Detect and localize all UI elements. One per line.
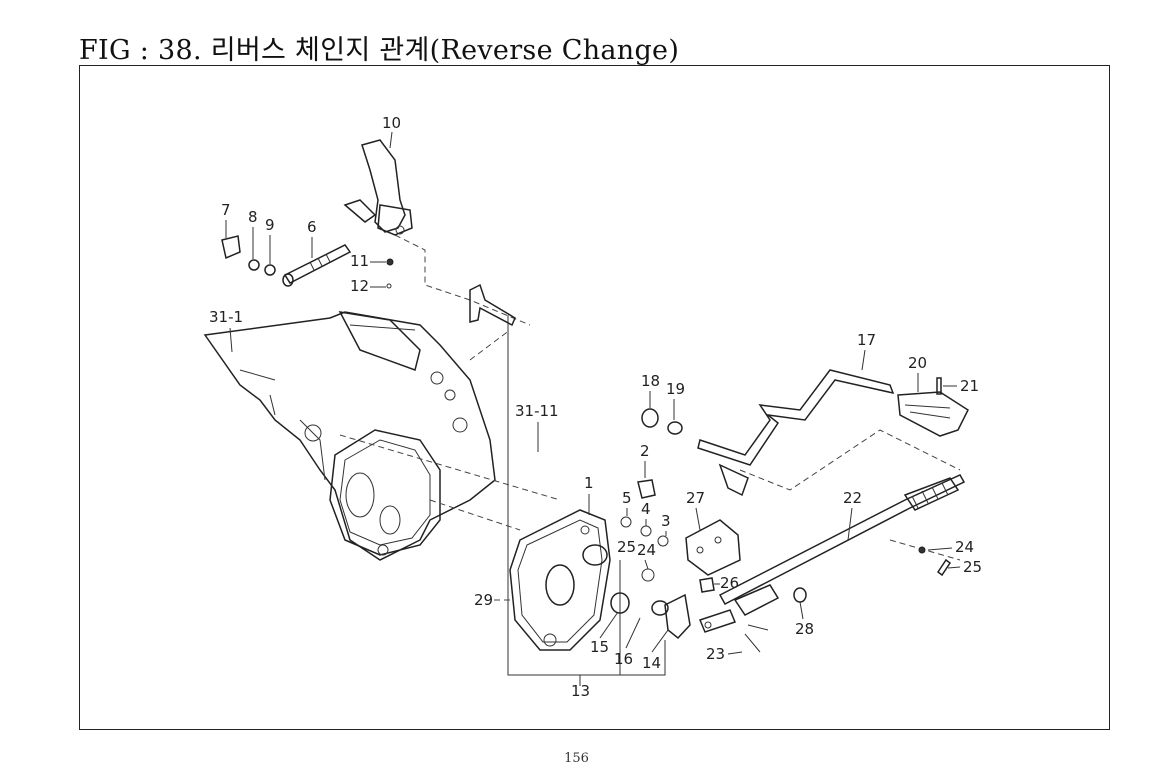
- pedal-rod-assembly: [641, 369, 969, 497]
- callout-27: 27: [686, 489, 705, 507]
- callout-13: 13: [571, 682, 590, 700]
- callout-9: 9: [265, 216, 275, 234]
- callout-24-left: 24: [637, 541, 656, 559]
- callout-18: 18: [641, 372, 660, 390]
- shift-lever-assembly: [343, 139, 413, 236]
- callout-25-right: 25: [963, 558, 982, 576]
- callout-31-11: 31-11: [515, 402, 559, 420]
- transmission-case: [203, 311, 496, 561]
- figure-title: FIG : 38. 리버스 체인지 관계(Reverse Change): [79, 35, 680, 66]
- callout-8: 8: [248, 208, 258, 226]
- callout-labels: 10 7 8 9 6 11 12 31-1 17 20 21 18 19 31-…: [209, 114, 982, 700]
- reverse-housing: [509, 509, 611, 651]
- callout-19: 19: [666, 380, 685, 398]
- callout-6: 6: [307, 218, 317, 236]
- callout-24-right: 24: [955, 538, 974, 556]
- shift-cable: [698, 474, 966, 633]
- callout-25-left: 25: [617, 538, 636, 556]
- callout-29: 29: [474, 591, 493, 609]
- callout-11: 11: [350, 252, 369, 270]
- callout-23: 23: [706, 645, 725, 663]
- diagram-frame: [79, 65, 1110, 730]
- callout-20: 20: [908, 354, 927, 372]
- callout-21: 21: [960, 377, 979, 395]
- callout-5: 5: [622, 489, 632, 507]
- callout-16: 16: [614, 650, 633, 668]
- callout-15: 15: [590, 638, 609, 656]
- callout-28: 28: [795, 620, 814, 638]
- page-number: 156: [564, 751, 589, 766]
- callout-26: 26: [720, 574, 739, 592]
- callout-14: 14: [642, 654, 661, 672]
- link-pin: [469, 283, 516, 327]
- fasteners: [610, 479, 952, 653]
- callout-1: 1: [584, 474, 594, 492]
- callout-17: 17: [857, 331, 876, 349]
- callout-7: 7: [221, 201, 231, 219]
- callout-4: 4: [641, 500, 651, 518]
- callout-2: 2: [640, 442, 650, 460]
- callout-10: 10: [382, 114, 401, 132]
- callout-22: 22: [843, 489, 862, 507]
- callout-12: 12: [350, 277, 369, 295]
- callout-3: 3: [661, 512, 671, 530]
- callout-31-1: 31-1: [209, 308, 243, 326]
- assembly-leader-lines: [339, 234, 961, 686]
- shift-shaft-assembly: [221, 235, 394, 289]
